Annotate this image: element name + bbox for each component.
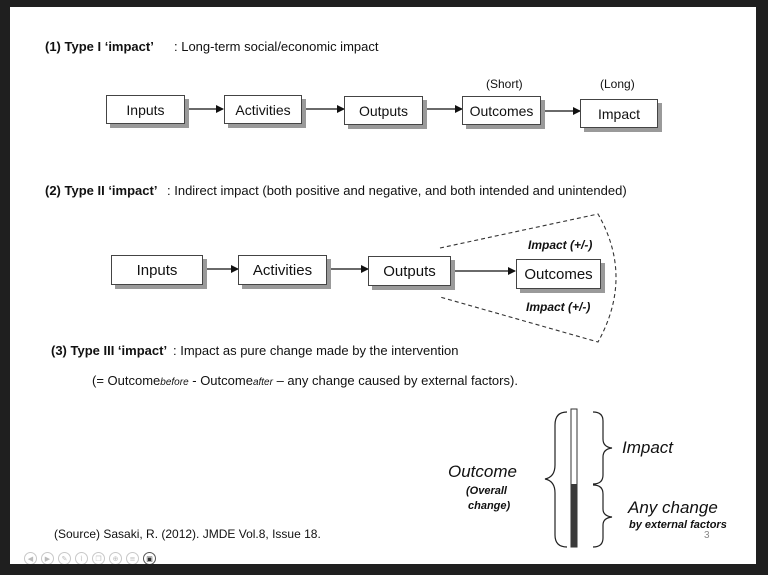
zoom-icon[interactable]: ⊕ bbox=[109, 552, 122, 564]
type1-box-inputs: Inputs bbox=[106, 95, 185, 124]
impact-brace bbox=[592, 411, 613, 485]
type1-box-activities: Activities bbox=[224, 95, 302, 124]
prev-icon[interactable]: ◀ bbox=[24, 552, 37, 564]
external-brace bbox=[592, 484, 613, 548]
page-number: 3 bbox=[704, 530, 710, 541]
type2-description: : Indirect impact (both positive and neg… bbox=[167, 183, 627, 198]
impact-label: Impact bbox=[622, 438, 674, 457]
draw-icon[interactable]: ⌇ bbox=[75, 552, 88, 564]
type2-heading: (2) Type II ‘impact’ bbox=[45, 183, 158, 198]
by-external-label: by external factors bbox=[629, 519, 727, 531]
left-brace bbox=[544, 411, 568, 548]
type2-box-outcomes: Outcomes bbox=[516, 259, 601, 289]
type3-heading: (3) Type III ‘impact’ bbox=[51, 343, 168, 358]
record-icon[interactable]: ▣ bbox=[143, 552, 156, 564]
slideshow-toolbar: ◀ ▶ ✎ ⌇ ❐ ⊕ ≡ ▣ bbox=[24, 552, 156, 564]
pen-icon[interactable]: ✎ bbox=[58, 552, 71, 564]
type1-box-impact: Impact bbox=[580, 99, 658, 128]
outcome-label: Outcome bbox=[448, 462, 517, 481]
type2-box-outputs: Outputs bbox=[368, 256, 451, 286]
impact-top-label: Impact (+/-) bbox=[528, 238, 593, 252]
formula-part-c: – any change caused by external factors)… bbox=[272, 373, 518, 388]
type1-description: : Long-term social/economic impact bbox=[174, 39, 379, 54]
type1-box-outcomes: Outcomes bbox=[462, 96, 541, 125]
change-bar-fill bbox=[571, 484, 577, 547]
type3-description: : Impact as pure change made by the inte… bbox=[173, 343, 459, 358]
source-citation: (Source) Sasaki, R. (2012). JMDE Vol.8, … bbox=[54, 527, 321, 541]
type2-box-activities: Activities bbox=[238, 255, 327, 285]
type2-box-inputs: Inputs bbox=[111, 255, 203, 285]
type3-formula: (= Outcomebefore - Outcomeafter – any ch… bbox=[92, 373, 518, 388]
label-long: (Long) bbox=[600, 77, 635, 91]
type1-heading: (1) Type I ‘impact’ bbox=[45, 39, 154, 54]
any-change-label: Any change bbox=[628, 498, 718, 517]
diagram-lines bbox=[186, 105, 617, 548]
formula-after: after bbox=[252, 377, 273, 388]
type1-box-outputs: Outputs bbox=[344, 96, 423, 125]
formula-part-a: (= Outcome bbox=[92, 373, 161, 388]
menu-icon[interactable]: ≡ bbox=[126, 552, 139, 564]
impact-cone-dashed bbox=[439, 213, 617, 343]
label-short: (Short) bbox=[486, 77, 523, 91]
next-icon[interactable]: ▶ bbox=[41, 552, 54, 564]
overall-label-1: (Overall bbox=[466, 485, 507, 497]
copy-icon[interactable]: ❐ bbox=[92, 552, 105, 564]
impact-bottom-label: Impact (+/-) bbox=[526, 300, 591, 314]
overall-label-2: change) bbox=[468, 500, 511, 512]
formula-before: before bbox=[160, 377, 189, 388]
slide: (1) Type I ‘impact’ : Long-term social/e… bbox=[10, 7, 756, 564]
formula-part-b: - Outcome bbox=[188, 373, 253, 388]
